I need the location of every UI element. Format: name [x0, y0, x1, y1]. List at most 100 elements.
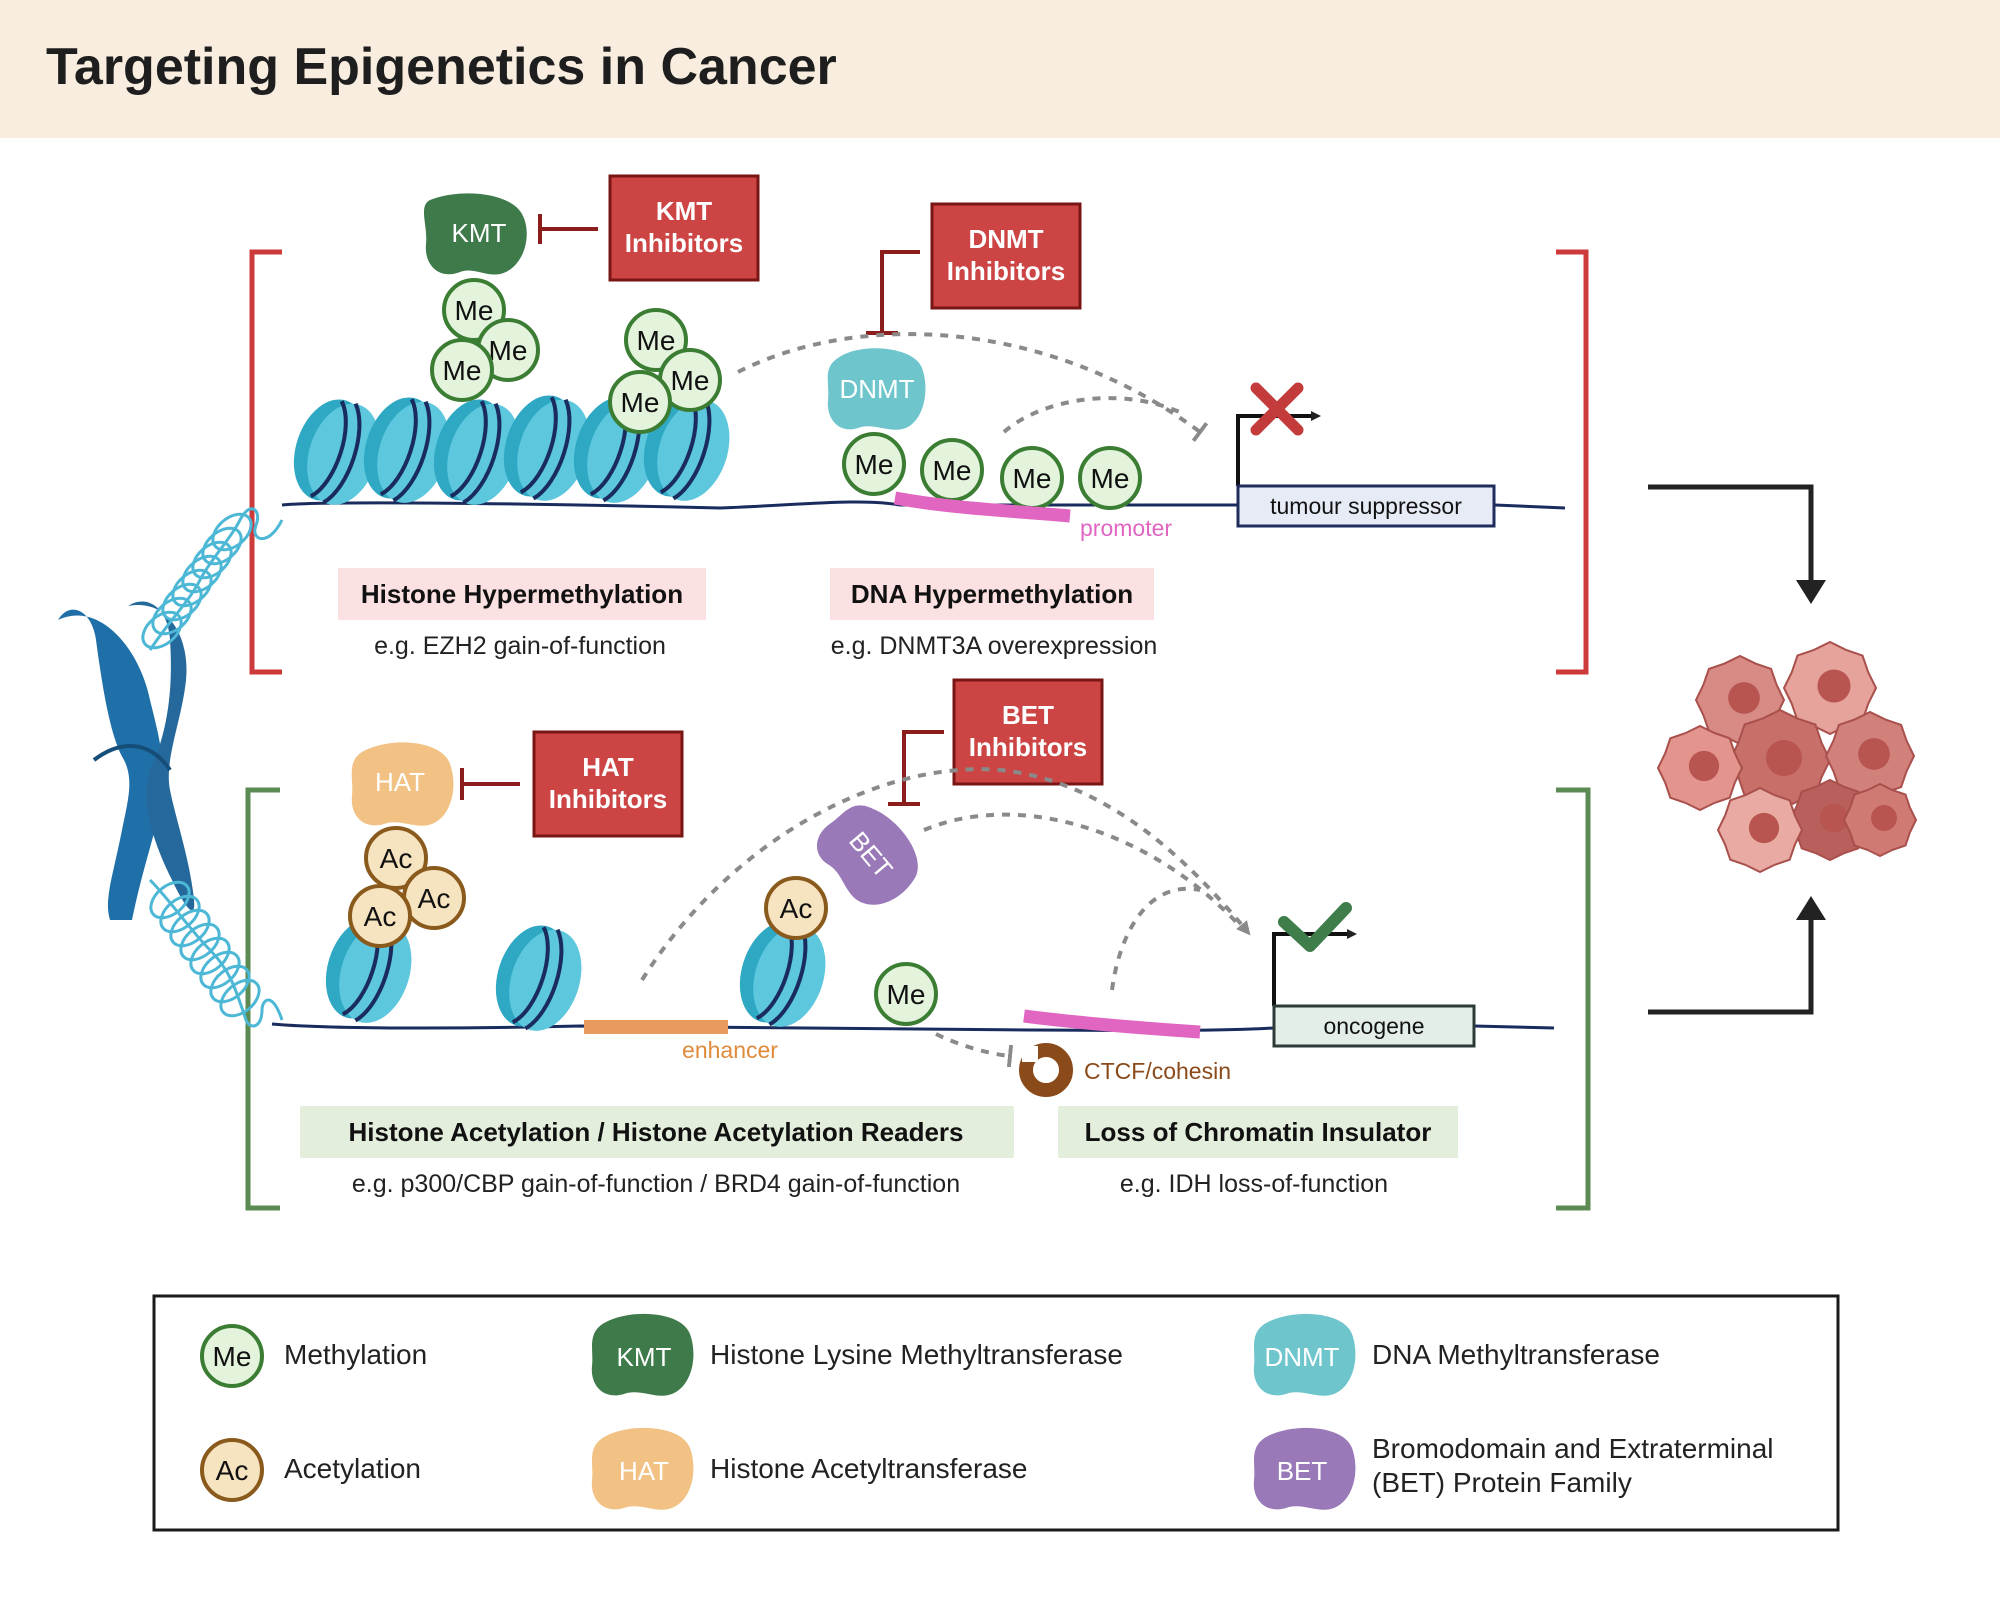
legend-acetylation-icon: Ac: [200, 1438, 264, 1502]
legend-acetylation-label: Acetylation: [284, 1453, 421, 1484]
oncogene-label: oncogene: [1323, 1013, 1424, 1039]
dnmt-enzyme: DNMT: [827, 348, 926, 430]
me-mark: Me: [658, 348, 722, 412]
svg-text:Me: Me: [443, 355, 482, 386]
hat-inhibition-bar: [460, 768, 520, 800]
check-icon: [1278, 902, 1352, 952]
top-dna-strand: [281, 500, 1566, 510]
bet-inhibitors-box: BET Inhibitors: [952, 678, 1104, 786]
mechanism-dna-hypermethylation-title: DNA Hypermethylation: [851, 579, 1133, 609]
bottom-left-bracket: [245, 787, 280, 1211]
nucleosome: [363, 397, 450, 503]
tumour-suppressor-box: [1236, 484, 1496, 528]
bottom-dashed-arc-3: [1110, 886, 1201, 991]
legend-bet-text: BET: [1277, 1456, 1328, 1486]
nucleosome: [433, 399, 520, 505]
mechanism-dna-hypermethylation-example: e.g. DNMT3A overexpression: [831, 632, 1158, 660]
me-mark: Me: [608, 370, 672, 434]
kmt-inhibitors-line2: Inhibitors: [625, 228, 743, 258]
ac-mark: Ac: [402, 866, 466, 930]
bottom-dashed-blocked: [935, 1032, 1014, 1068]
dnmt-inhibitors-line1: DNMT: [968, 224, 1043, 254]
tumour-cell: [1656, 724, 1744, 812]
svg-text:Me: Me: [887, 979, 926, 1010]
cross-icon: [1250, 382, 1304, 436]
mechanism-chromatin-insulator-example: e.g. IDH loss-of-function: [1120, 1170, 1388, 1198]
svg-text:Ac: Ac: [780, 893, 813, 924]
dnmt-inhibitors-line2: Inhibitors: [947, 256, 1065, 286]
bet-inhibitors-line1: BET: [1002, 700, 1054, 730]
kmt-inhibitors-box: KMT Inhibitors: [608, 174, 760, 282]
top-arrow-head: [1796, 580, 1826, 604]
legend-kmt-label: Histone Lysine Methyltransferase: [710, 1339, 1123, 1370]
kmt-label: KMT: [452, 218, 507, 248]
dnmt-label: DNMT: [839, 374, 914, 404]
bet-inhibition-bar: [888, 730, 944, 806]
kmt-enzyme: KMT: [423, 193, 527, 275]
mechanism-chromatin-insulator-title: Loss of Chromatin Insulator: [1085, 1117, 1432, 1147]
svg-text:Me: Me: [933, 455, 972, 486]
top-to-tumour-arrow: [1648, 484, 1814, 584]
hat-inhibitors-line2: Inhibitors: [549, 784, 667, 814]
legend-methylation-label: Methylation: [284, 1339, 427, 1370]
me-mark-bottom: Me: [874, 962, 938, 1026]
me-mark: Me: [1000, 446, 1064, 510]
kmt-inhibitors-line1: KMT: [656, 196, 712, 226]
legend-methylation-icon: Me: [200, 1324, 264, 1388]
me-mark: Me: [874, 962, 938, 1026]
top-right-bracket: [1556, 249, 1589, 675]
ac-mark: Ac: [348, 884, 412, 948]
svg-text:Me: Me: [455, 295, 494, 326]
tumour-cell: [1716, 786, 1804, 874]
promoter-segment: [893, 491, 1071, 523]
kmt-inhibition-bar: [538, 214, 598, 244]
oncogene-box: [1272, 1004, 1476, 1048]
me-mark: Me: [1078, 446, 1142, 510]
coil-ring: [149, 880, 191, 920]
ctcf-cohesin-icon: [1019, 1043, 1073, 1097]
hat-inhibitors-line1: HAT: [582, 752, 634, 782]
mechanism-chromatin-insulator-bg: [1058, 1106, 1458, 1158]
chromosome-icon: [58, 601, 195, 920]
mechanism-dna-hypermethylation-bg: [830, 568, 1154, 620]
ctcf-cohesin-label: CTCF/cohesin: [1084, 1058, 1231, 1084]
dnmt-inhibition-bar: [866, 250, 920, 335]
legend-box: [152, 1294, 1840, 1532]
legend-kmt-icon: KMT: [591, 1313, 694, 1396]
legend-hat-icon: HAT: [591, 1427, 694, 1510]
bottom-promoter-segment: [1023, 1009, 1201, 1039]
nucleosome: [503, 395, 590, 501]
ac-mark: Ac: [364, 826, 428, 890]
bottom-dashed-arc-2: [923, 812, 1242, 928]
hat-label: HAT: [375, 767, 425, 797]
dna-coil-bottom-rings: [149, 880, 261, 1018]
top-dashed-arc-2: [1002, 396, 1185, 434]
svg-text:Me: Me: [671, 365, 710, 396]
page-title: Targeting Epigenetics in Cancer: [46, 38, 837, 96]
ac-mark: Ac: [764, 876, 828, 940]
coil-ring: [179, 922, 221, 962]
legend-me-text: Me: [213, 1341, 252, 1372]
coil-ring: [189, 936, 231, 976]
svg-text:Me: Me: [621, 387, 660, 418]
nucleosome: [495, 925, 582, 1031]
coil-ring: [211, 512, 253, 552]
mechanism-histone-hypermethylation-title: Histone Hypermethylation: [361, 579, 683, 609]
tumour-suppressor-tss: [1236, 411, 1321, 486]
mechanism-histone-acetylation-example: e.g. p300/CBP gain-of-function / BRD4 ga…: [352, 1170, 960, 1198]
me-mark: Me: [430, 338, 494, 402]
enhancer-segment: [584, 1020, 728, 1034]
dna-coil-top-rings: [141, 512, 253, 650]
enhancer-label: enhancer: [682, 1037, 778, 1063]
legend-dnmt-icon: DNMT: [1253, 1313, 1356, 1396]
bet-enzyme: BET: [816, 805, 918, 905]
legend-kmt-text: KMT: [617, 1342, 672, 1372]
coil-ring: [219, 978, 261, 1018]
tumour-cell: [1842, 782, 1918, 858]
coil-ring: [159, 894, 201, 934]
bottom-to-tumour-arrow: [1648, 916, 1814, 1015]
legend-hat-text: HAT: [619, 1456, 669, 1486]
